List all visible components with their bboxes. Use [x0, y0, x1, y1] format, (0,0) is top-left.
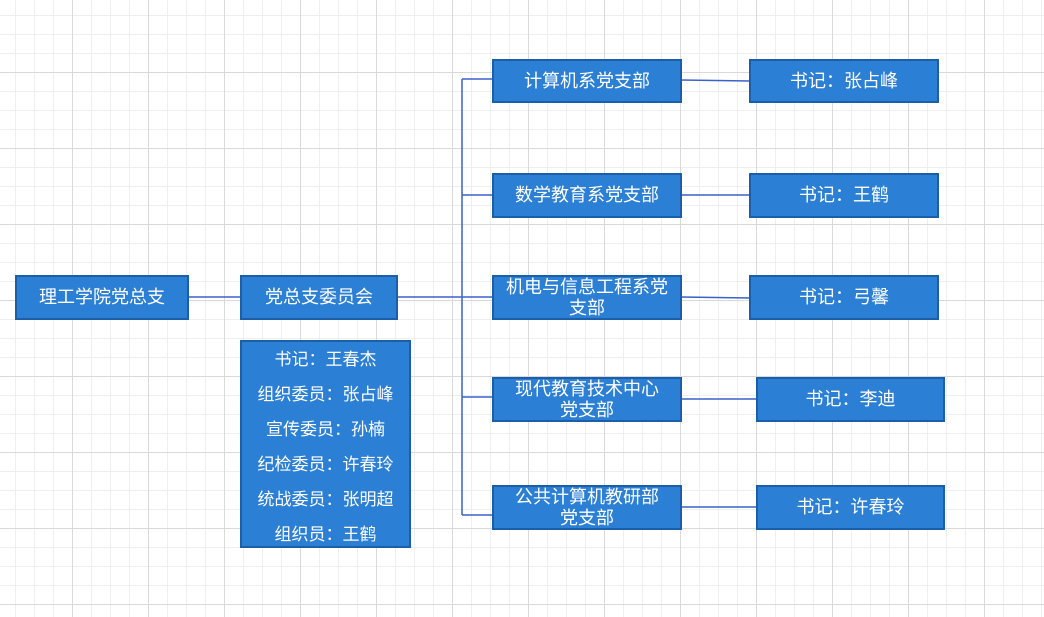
branch-node-1: 计算机系党支部 [492, 59, 682, 103]
member-line: 书记：王春杰 [274, 350, 377, 370]
branch-node-label: 数学教育系党支部 [515, 185, 659, 206]
secretary-node-label: 书记：张占峰 [790, 70, 898, 92]
committee-members-panel: 书记：王春杰 组织委员：张占峰 宣传委员：孙楠 纪检委员：许春玲 统战委员：张明… [240, 340, 411, 548]
branch-node-5: 公共计算机教研部党支部 [492, 485, 682, 530]
secretary-node-2: 书记：王鹤 [749, 173, 939, 218]
branch-node-label: 机电与信息工程系党支部 [506, 276, 668, 319]
branch-node-label: 现代教育技术中心党支部 [515, 378, 659, 421]
member-line: 纪检委员：许春玲 [257, 455, 394, 475]
connector-secretary-3 [680, 296, 751, 299]
root-node-label: 理工学院党总支 [39, 287, 165, 308]
secretary-node-label: 书记：李迪 [805, 389, 896, 410]
secretary-node-5: 书记：许春玲 [756, 485, 945, 530]
secretary-node-1: 书记：张占峰 [749, 59, 939, 103]
branch-node-2: 数学教育系党支部 [492, 173, 682, 218]
secretary-node-label: 书记：弓馨 [799, 287, 889, 308]
branch-node-4: 现代教育技术中心党支部 [492, 377, 682, 422]
committee-node-label: 党总支委员会 [265, 287, 373, 308]
secretary-node-label: 书记：王鹤 [799, 185, 889, 206]
secretary-node-4: 书记：李迪 [756, 377, 945, 422]
branch-node-label: 公共计算机教研部党支部 [515, 486, 659, 529]
secretary-node-label: 书记：许春玲 [796, 497, 905, 518]
connector-secretary-1 [680, 79, 751, 82]
member-line: 组织委员：张占峰 [257, 385, 394, 405]
branch-node-label: 计算机系党支部 [524, 70, 650, 92]
member-line: 组织员：王鹤 [274, 525, 377, 545]
committee-node: 党总支委员会 [240, 275, 398, 320]
secretary-node-3: 书记：弓馨 [749, 275, 939, 320]
member-line: 宣传委员：孙楠 [266, 420, 385, 440]
member-line: 统战委员：张明超 [257, 490, 394, 510]
root-node: 理工学院党总支 [15, 275, 189, 320]
branch-node-3: 机电与信息工程系党支部 [492, 275, 682, 320]
